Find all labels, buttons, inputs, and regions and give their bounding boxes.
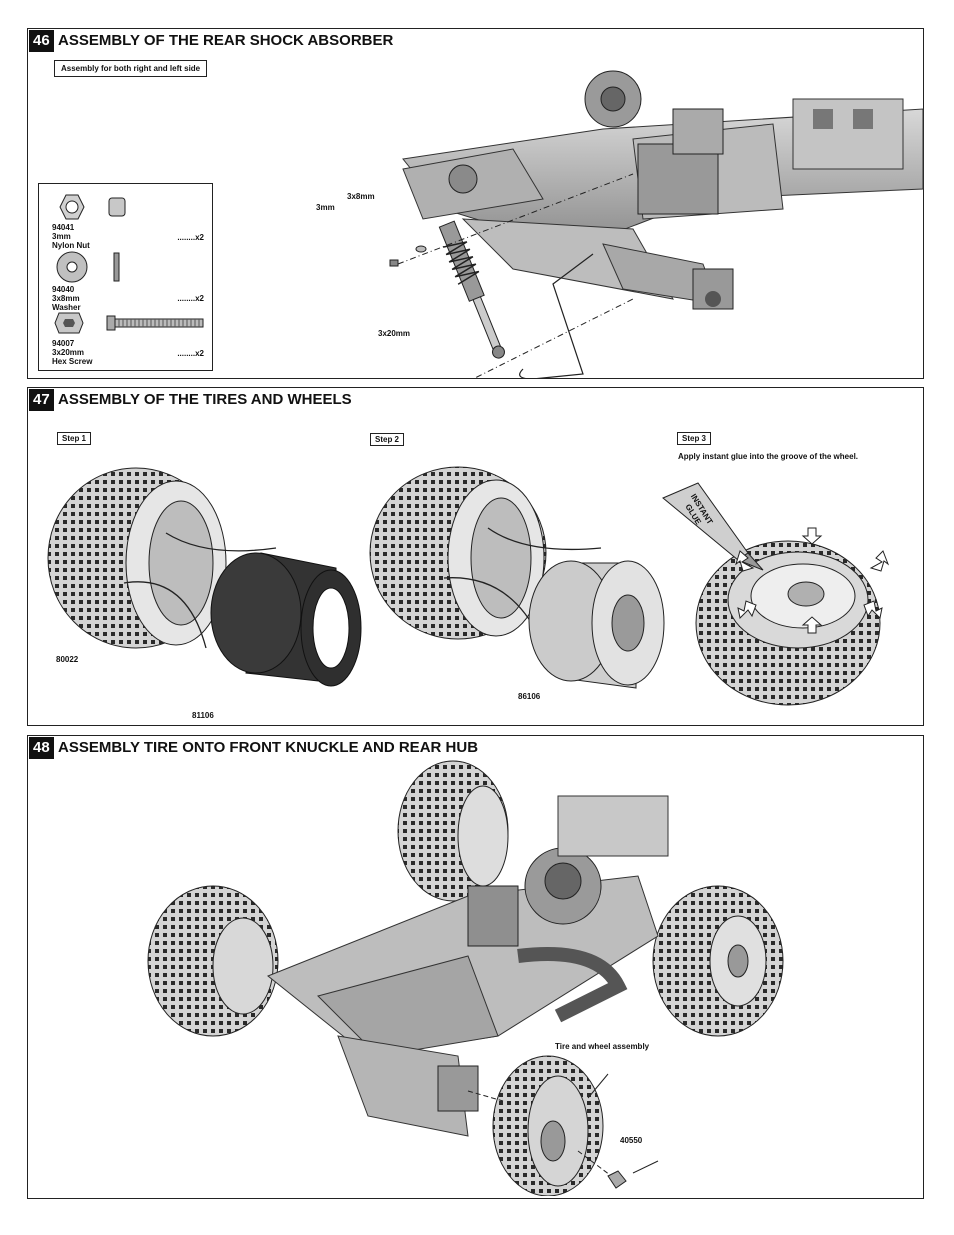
glue-instruction: Apply instant glue into the groove of th… [678,452,859,461]
part-name: Washer [52,303,81,312]
tire-and-wheel-rim-illustration [369,466,665,689]
step-48-number: 48 [29,737,54,759]
tire-wheel-assembly-callout: Tire and wheel assembly [555,1042,650,1051]
step-48-panel: 48 ASSEMBLY TIRE ONTO FRONT KNUCKLE AND … [27,735,924,1199]
part-item-nylon-nut: 94041 3mm Nylon Nut ........x2 [39,188,214,250]
part-qty: ........x2 [177,294,204,303]
hub-nut-part-code: 40550 [620,1136,643,1145]
part-size: 3mm [52,232,71,241]
part-name: Hex Screw [52,357,93,366]
step-46-panel: 46 ASSEMBLY OF THE REAR SHOCK ABSORBER A… [27,28,924,379]
part-code: 94007 [52,339,75,348]
step-3-tag: Step 3 [677,432,712,445]
step-47-number: 47 [29,389,54,411]
part-item-washer: 94040 3x8mm Washer ........x2 [39,248,214,312]
step-2-tag: Step 2 [370,433,405,446]
rear-chassis-illustration [389,70,924,379]
callout-washer-3x8mm: 3x8mm [347,192,375,201]
part-size: 3x20mm [52,348,85,357]
part-code: 94041 [52,223,75,232]
full-truggy-illustration [147,760,784,1196]
hex-screw-icon [54,312,204,334]
glue-application-illustration [662,482,890,706]
part-qty: ........x2 [177,233,204,242]
step-47-title: ASSEMBLY OF THE TIRES AND WHEELS [58,391,352,408]
washer-icon [56,251,120,283]
step-46-title: ASSEMBLY OF THE REAR SHOCK ABSORBER [58,32,394,49]
tire-and-foam-insert-illustration [47,467,362,687]
callout-screw-3x20mm: 3x20mm [378,329,411,338]
part-size: 3x8mm [52,294,80,303]
tire-part-code: 80022 [56,655,79,664]
step-47-panel: 47 ASSEMBLY OF THE TIRES AND WHEELS Step… [27,387,924,726]
nylon-nut-icon [59,194,126,220]
step-46-number: 46 [29,30,54,52]
part-qty: ........x2 [177,349,204,358]
wheel-part-code: 86106 [518,692,541,701]
part-name: Nylon Nut [52,241,90,250]
parts-list: 94041 3mm Nylon Nut ........x2 94040 3x8… [38,183,213,371]
assembly-note: Assembly for both right and left side [54,60,208,77]
insert-part-code: 81106 [192,711,214,720]
part-code: 94040 [52,285,75,294]
callout-nut-3mm: 3mm [316,203,335,212]
step-48-title: ASSEMBLY TIRE ONTO FRONT KNUCKLE AND REA… [58,739,479,756]
part-item-hex-screw: 94007 3x20mm Hex Screw ........x2 [39,308,214,370]
step-1-tag: Step 1 [57,432,92,445]
